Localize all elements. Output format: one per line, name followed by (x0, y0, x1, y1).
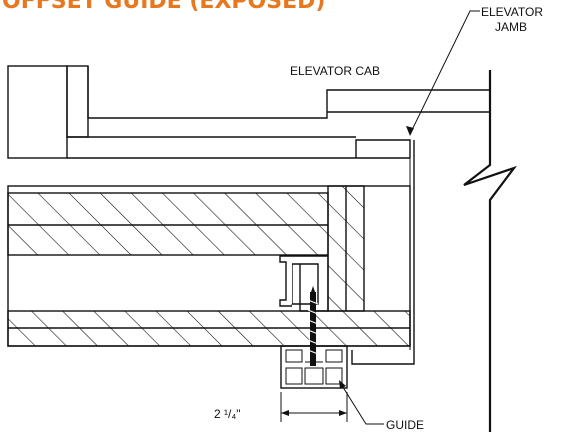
elevator-jamb-label-line1: ELEVATOR (481, 5, 543, 19)
screw-fastener (307, 286, 319, 366)
dimension-label: 2 ¹/₄" (214, 407, 241, 421)
guide-label: GUIDE (386, 418, 424, 432)
hoistway-wall (463, 70, 518, 432)
guide-channel (279, 255, 329, 312)
diagram-title: OFFSET GUIDE (EXPOSED) (2, 0, 325, 14)
guide-extrusion (280, 345, 348, 389)
elevator-cab-label: ELEVATOR CAB (290, 64, 380, 78)
leader-lines (339, 10, 480, 425)
dimension-guide-width: 2 ¹/₄" (214, 392, 348, 422)
elevator-jamb-label-line2: JAMB (495, 20, 527, 34)
elevator-cab (7, 65, 490, 159)
door-panel-section (7, 185, 411, 347)
